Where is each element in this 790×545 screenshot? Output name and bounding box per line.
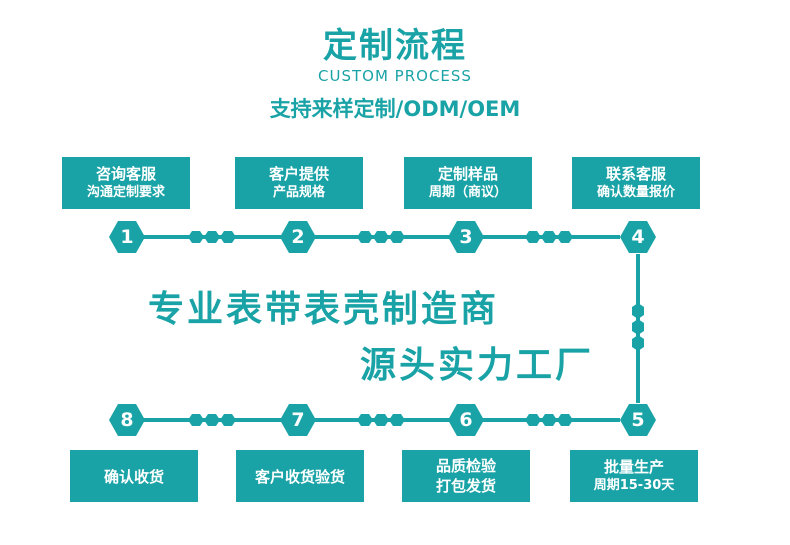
- step-number-6: 6: [459, 409, 473, 431]
- step-5-title: 批量生产: [603, 458, 664, 476]
- step-node-4: [620, 221, 656, 253]
- step-3-detail: 周期（商议）: [428, 185, 507, 200]
- connector-dot: [557, 231, 573, 243]
- connector-dot: [204, 231, 220, 243]
- step-5-detail: 周期15-30天: [593, 478, 675, 493]
- step-node-6: [448, 404, 484, 436]
- connector-dot: [220, 231, 236, 243]
- step-number-7: 7: [291, 409, 305, 431]
- connector-dot: [188, 231, 204, 243]
- step-node-3: [448, 221, 484, 253]
- connector-dot: [389, 414, 405, 426]
- step-number-4: 4: [631, 226, 645, 248]
- step-node-1: [109, 221, 145, 253]
- step-box-1: 咨询客服 沟通定制要求: [62, 157, 190, 209]
- step-2-title: 客户提供: [268, 165, 329, 183]
- step-number-3: 3: [459, 226, 473, 248]
- connector-dot: [541, 414, 557, 426]
- step-node-2: [280, 221, 316, 253]
- step-box-2: 客户提供 产品规格: [235, 157, 363, 209]
- step-8-title: 确认收货: [103, 467, 164, 486]
- connector-dot: [525, 231, 541, 243]
- step-2-detail: 产品规格: [272, 185, 325, 200]
- connector-dot: [557, 414, 573, 426]
- connector-dot: [357, 231, 373, 243]
- step-box-3: 定制样品 周期（商议）: [404, 157, 532, 209]
- slogan-line-1: 专业表带表壳制造商: [148, 289, 500, 330]
- step-7-title: 客户收货验货: [254, 467, 345, 486]
- connector-dots: [188, 231, 644, 426]
- step-4-detail: 确认数量报价: [596, 185, 675, 200]
- connector-dot: [389, 231, 405, 243]
- connector-dot: [204, 414, 220, 426]
- step-node-7: [280, 404, 316, 436]
- step-3-title: 定制样品: [437, 165, 498, 183]
- step-number-5: 5: [631, 409, 645, 431]
- step-box-5: 批量生产 周期15-30天: [570, 450, 698, 502]
- connector-dot: [373, 231, 389, 243]
- step-node-5: [620, 404, 656, 436]
- connector-dot: [632, 319, 644, 335]
- step-number-1: 1: [120, 226, 134, 248]
- step-box-8: 确认收货: [70, 450, 198, 502]
- step-nodes: [109, 221, 656, 436]
- step-1-detail: 沟通定制要求: [86, 185, 165, 200]
- step-4-title: 联系客服: [605, 165, 666, 183]
- connector-dot: [632, 303, 644, 319]
- subtitle-english: CUSTOM PROCESS: [318, 67, 472, 85]
- step-6-title: 品质检验: [435, 457, 496, 475]
- step-node-8: [109, 404, 145, 436]
- step-1-title: 咨询客服: [95, 165, 156, 183]
- connector-dot: [373, 414, 389, 426]
- connector-dot: [357, 414, 373, 426]
- connector-dot: [525, 414, 541, 426]
- step-box-7: 客户收货验货: [236, 450, 364, 502]
- step-box-4: 联系客服 确认数量报价: [572, 157, 700, 209]
- step-number-8: 8: [120, 409, 134, 431]
- page-title: 定制流程: [323, 26, 467, 66]
- connector-dot: [541, 231, 557, 243]
- subtitle-chinese: 支持来样定制/ODM/OEM: [269, 97, 521, 121]
- step-box-6: 品质检验 打包发货: [402, 450, 530, 502]
- step-number-2: 2: [291, 226, 305, 248]
- connector-dot: [220, 414, 236, 426]
- step-6-detail: 打包发货: [435, 477, 496, 495]
- connector-dot: [188, 414, 204, 426]
- connector-dot: [632, 335, 644, 351]
- slogan-line-2: 源头实力工厂: [360, 345, 595, 386]
